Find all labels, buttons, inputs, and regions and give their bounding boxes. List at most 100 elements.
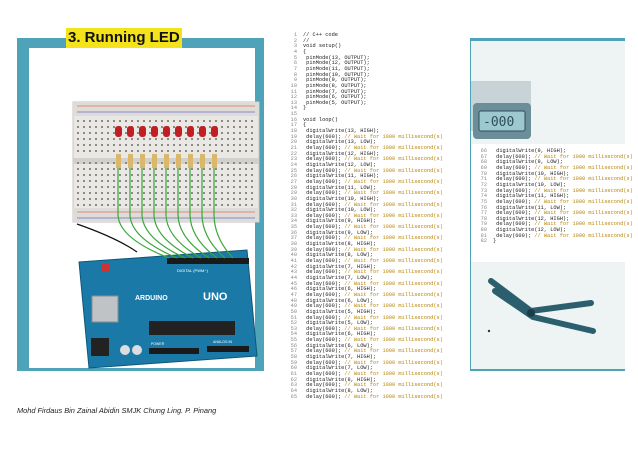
line-number: 9 bbox=[293, 77, 297, 84]
microcontroller-chip bbox=[149, 321, 235, 335]
breadboard-hole bbox=[149, 180, 151, 182]
code-text: digitalWrite(8, LOW); bbox=[303, 387, 373, 394]
code-line: 72 digitalWrite(10, LOW); bbox=[471, 182, 566, 189]
breadboard-hole bbox=[143, 138, 145, 140]
breadboard-hole bbox=[227, 180, 229, 182]
breadboard-hole bbox=[101, 132, 103, 134]
code-comment: // Wait for 1000 millisecond(s) bbox=[344, 303, 443, 310]
breadboard-hole bbox=[173, 132, 175, 134]
line-number: 70 bbox=[480, 170, 487, 177]
code-line: 24 digitalWrite(12, LOW); bbox=[281, 162, 376, 169]
breadboard-hole bbox=[113, 180, 115, 182]
code-text: digitalWrite(11, HIGH); bbox=[303, 173, 380, 180]
capacitor bbox=[120, 345, 130, 355]
breadboard-hole bbox=[137, 150, 139, 152]
arduino-brand: ARDUINO bbox=[135, 295, 168, 302]
breadboard-hole bbox=[77, 168, 79, 170]
breadboard-hole bbox=[149, 144, 151, 146]
breadboard-hole bbox=[185, 162, 187, 164]
code-line: 62 digitalWrite(8, HIGH); bbox=[281, 377, 376, 384]
breadboard-hole bbox=[245, 204, 247, 206]
breadboard-hole bbox=[167, 168, 169, 170]
line-number: 73 bbox=[480, 187, 487, 194]
breadboard-hole bbox=[167, 120, 169, 122]
breadboard-hole bbox=[155, 120, 157, 122]
breadboard-hole bbox=[179, 192, 181, 194]
breadboard-hole bbox=[173, 186, 175, 188]
breadboard-hole bbox=[197, 180, 199, 182]
code-line: 32 digitalWrite(10, LOW); bbox=[281, 207, 376, 214]
breadboard-hole bbox=[95, 180, 97, 182]
line-number: 38 bbox=[290, 241, 297, 248]
code-line: 67 delay(600); // Wait for 1000 millisec… bbox=[471, 154, 633, 161]
breadboard-hole bbox=[113, 138, 115, 140]
breadboard-hole bbox=[221, 162, 223, 164]
breadboard-hole bbox=[119, 192, 121, 194]
breadboard-hole bbox=[107, 144, 109, 146]
breadboard-hole bbox=[227, 126, 229, 128]
code-line: 47 delay(600); // Wait for 1000 millisec… bbox=[281, 292, 443, 299]
led bbox=[211, 126, 218, 137]
breadboard-hole bbox=[101, 192, 103, 194]
line-number: 65 bbox=[290, 393, 297, 400]
breadboard-hole bbox=[119, 168, 121, 170]
code-text: digitalWrite(8, LOW); bbox=[303, 252, 373, 259]
code-text: digitalWrite(13, HIGH); bbox=[303, 128, 380, 135]
breadboard-hole bbox=[197, 168, 199, 170]
line-number: 57 bbox=[290, 348, 297, 355]
line-number: 72 bbox=[480, 181, 487, 188]
breadboard-hole bbox=[95, 120, 97, 122]
breadboard-hole bbox=[77, 180, 79, 182]
breadboard-hole bbox=[221, 168, 223, 170]
breadboard-hole bbox=[107, 150, 109, 152]
wire bbox=[141, 168, 186, 259]
breadboard-hole bbox=[203, 198, 205, 200]
led bbox=[151, 126, 158, 137]
breadboard-hole bbox=[167, 192, 169, 194]
breadboard-hole bbox=[137, 132, 139, 134]
breadboard-hole bbox=[245, 192, 247, 194]
line-number: 67 bbox=[480, 153, 487, 160]
breadboard-hole bbox=[83, 180, 85, 182]
breadboard-hole bbox=[197, 150, 199, 152]
breadboard-hole bbox=[137, 120, 139, 122]
breadboard-hole bbox=[239, 198, 241, 200]
breadboard-hole bbox=[137, 186, 139, 188]
breadboard-hole bbox=[227, 120, 229, 122]
code-line: 74 digitalWrite(11, HIGH); bbox=[471, 193, 570, 200]
breadboard-hole bbox=[167, 174, 169, 176]
breadboard-hole bbox=[89, 186, 91, 188]
breadboard-hole bbox=[209, 120, 211, 122]
line-number: 56 bbox=[290, 342, 297, 349]
code-line: 1// C++ code bbox=[281, 32, 338, 39]
line-number: 82 bbox=[480, 238, 487, 245]
breadboard-hole bbox=[155, 138, 157, 140]
breadboard-hole bbox=[173, 180, 175, 182]
breadboard-hole bbox=[161, 144, 163, 146]
breadboard-hole bbox=[197, 204, 199, 206]
line-number: 59 bbox=[290, 359, 297, 366]
code-line: 18 digitalWrite(13, HIGH); bbox=[281, 128, 380, 135]
code-text: delay(600); bbox=[303, 337, 345, 344]
breadboard-hole bbox=[245, 138, 247, 140]
code-comment: // Wait for 1000 millisecond(s) bbox=[344, 246, 443, 253]
line-number: 31 bbox=[290, 201, 297, 208]
wire bbox=[129, 168, 178, 259]
line-number: 77 bbox=[480, 210, 487, 217]
breadboard-hole bbox=[89, 162, 91, 164]
breadboard-hole bbox=[221, 192, 223, 194]
breadboard-hole bbox=[227, 192, 229, 194]
code-text: { bbox=[303, 48, 307, 55]
breadboard-hole bbox=[221, 186, 223, 188]
code-line: 10 pinMode(8, OUTPUT); bbox=[281, 83, 367, 90]
breadboard-hole bbox=[245, 186, 247, 188]
code-comment: // Wait for 1000 millisecond(s) bbox=[344, 280, 443, 287]
code-text: digitalWrite(8, HIGH); bbox=[303, 241, 377, 248]
code-text: digitalWrite(8, HIGH); bbox=[303, 376, 377, 383]
breadboard-hole bbox=[233, 180, 235, 182]
code-text: digitalWrite(7, LOW); bbox=[303, 274, 373, 281]
code-line: 40 digitalWrite(8, LOW); bbox=[281, 252, 373, 259]
breadboard-hole bbox=[191, 168, 193, 170]
code-line: 68 digitalWrite(9, LOW); bbox=[471, 159, 563, 166]
breadboard-hole bbox=[221, 132, 223, 134]
